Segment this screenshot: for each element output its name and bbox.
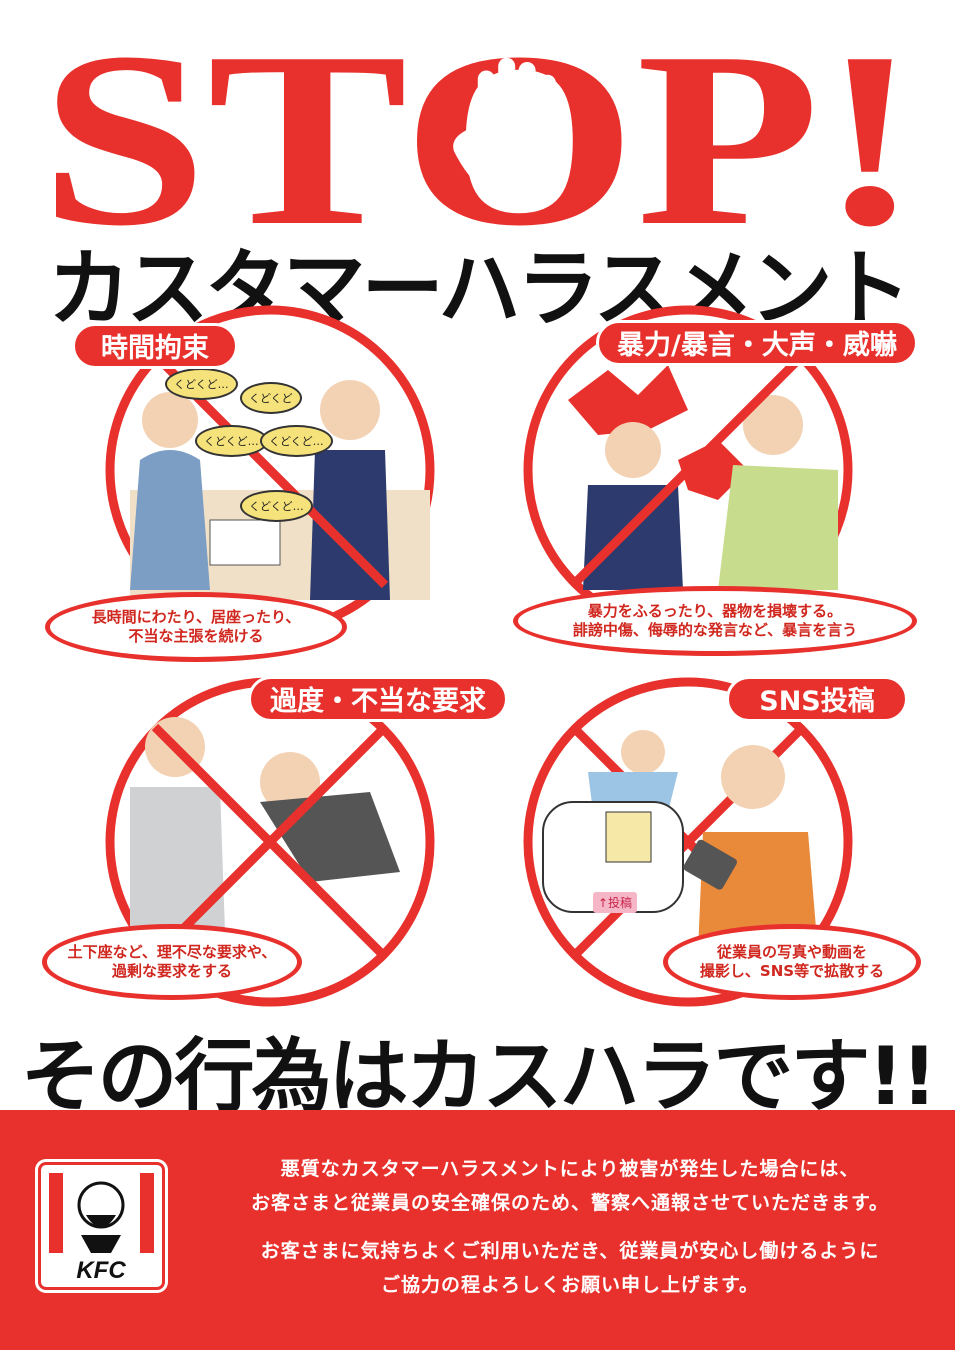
prohibition-sign-icon [105,677,435,1007]
caption-violence: 暴力をふるったり、器物を損壊する。 誹謗中傷、侮辱的な発言など、暴言を言う [513,586,917,656]
stop-title: STOP! [40,18,920,233]
panel-violence [518,300,858,640]
slogan: その行為はカスハラです!! [20,1030,938,1123]
speech-bubble: くどくど… [260,425,333,457]
speech-bubble: くどくど… [240,490,313,522]
speech-bubble: くどくど… [195,425,268,457]
label-violence: 暴力/暴言・大声・威嚇 [596,320,918,366]
prohibition-sign-icon [523,305,853,635]
panel-excessive-demands [100,672,440,1012]
footer-line: お客さまと従業員の安全確保のため、警察へ通報させていただきます。 [250,1192,890,1214]
caption-sns-post: 従業員の写真や動画を 撮影し、SNS等で拡散する [663,924,921,1000]
footer-line: ご協力の程よろしくお願い申し上げます。 [380,1274,760,1296]
footer-line: 悪質なカスタマーハラスメントにより被害が発生した場合には、 [280,1158,860,1180]
panel-sns-post: ↑投稿 [518,672,858,1012]
label-sns-post: SNS投稿 [726,676,908,722]
speech-bubble: くどくど… [165,368,238,400]
stop-hand-icon [453,57,561,199]
speech-bubble: くどくど [240,382,302,414]
label-time-restraint: 時間拘束 [72,323,238,369]
kfc-logo: KFC [38,1162,165,1290]
label-excessive-demands: 過度・不当な要求 [248,676,508,722]
caption-excessive-demands: 土下座など、理不尽な要求や、 過剰な要求をする [42,924,302,1000]
prohibition-sign-icon [523,677,853,1007]
post-button: ↑投稿 [593,892,638,913]
kfc-logo-text: KFC [76,1257,126,1284]
panel-time-restraint: くどくど… くどくど くどくど… くどくど… くどくど… [100,300,440,640]
footer-line: お客さまに気持ちよくご利用いただき、従業員が安心し働けるように [260,1240,880,1262]
footer: KFC 悪質なカスタマーハラスメントにより被害が発生した場合には、 お客さまと従… [0,1110,955,1350]
caption-time-restraint: 長時間にわたり、居座ったり、 不当な主張を続ける [45,592,347,662]
